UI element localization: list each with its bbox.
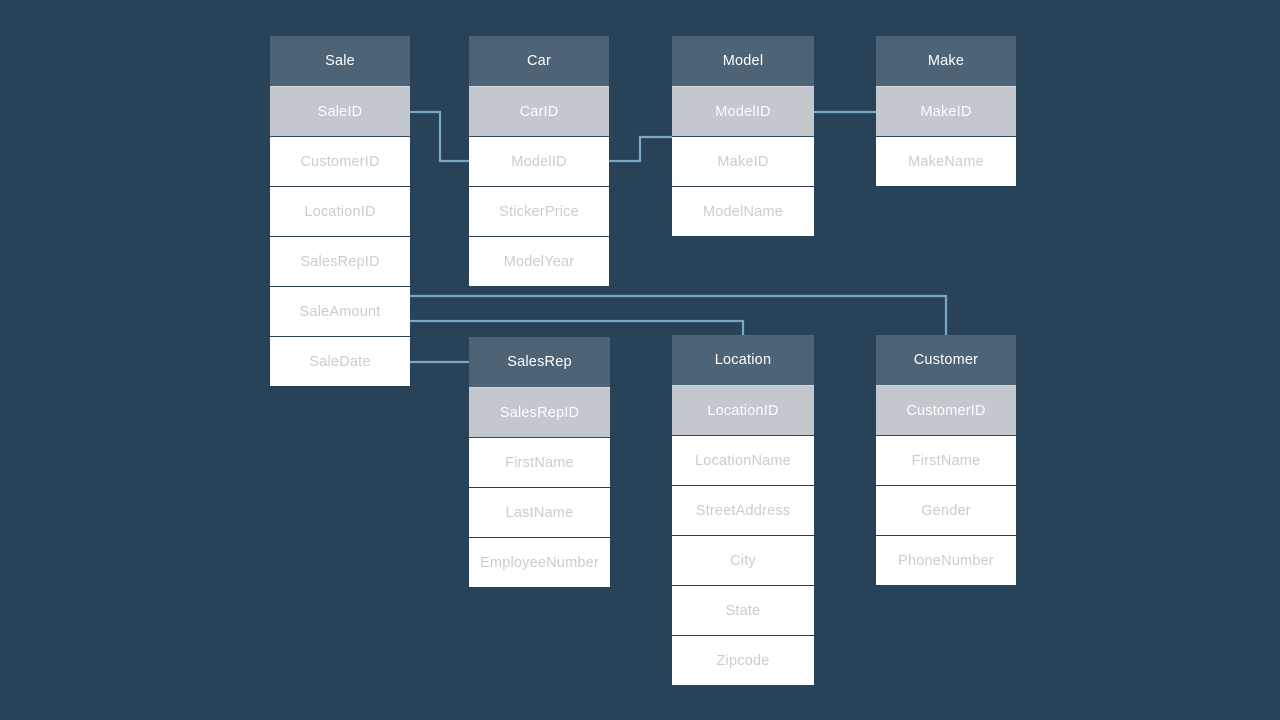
primary-key-field-customerid[interactable]: CustomerID	[876, 385, 1016, 435]
entity-title-model: Model	[672, 36, 814, 86]
field-customerid[interactable]: CustomerID	[270, 136, 410, 186]
field-stickerprice[interactable]: StickerPrice	[469, 186, 609, 236]
field-streetaddress[interactable]: StreetAddress	[672, 485, 814, 535]
primary-key-field-locationid[interactable]: LocationID	[672, 385, 814, 435]
field-makeid[interactable]: MakeID	[672, 136, 814, 186]
primary-key-field-modelid[interactable]: ModelID	[672, 86, 814, 136]
entity-title-location: Location	[672, 335, 814, 385]
field-firstname[interactable]: FirstName	[876, 435, 1016, 485]
field-makename[interactable]: MakeName	[876, 136, 1016, 186]
field-locationid[interactable]: LocationID	[270, 186, 410, 236]
field-saledate[interactable]: SaleDate	[270, 336, 410, 386]
field-saleamount[interactable]: SaleAmount	[270, 286, 410, 336]
field-modelyear[interactable]: ModelYear	[469, 236, 609, 286]
field-lastname[interactable]: LastName	[469, 487, 610, 537]
field-firstname[interactable]: FirstName	[469, 437, 610, 487]
field-phonenumber[interactable]: PhoneNumber	[876, 535, 1016, 585]
entity-title-car: Car	[469, 36, 609, 86]
field-city[interactable]: City	[672, 535, 814, 585]
connector-car-to-model	[609, 135, 672, 163]
field-gender[interactable]: Gender	[876, 485, 1016, 535]
field-state[interactable]: State	[672, 585, 814, 635]
primary-key-field-salesrepid[interactable]: SalesRepID	[469, 387, 610, 437]
field-employeenumber[interactable]: EmployeeNumber	[469, 537, 610, 587]
entity-title-customer: Customer	[876, 335, 1016, 385]
entity-title-make: Make	[876, 36, 1016, 86]
primary-key-field-makeid[interactable]: MakeID	[876, 86, 1016, 136]
primary-key-field-carid[interactable]: CarID	[469, 86, 609, 136]
field-modelid[interactable]: ModelID	[469, 136, 609, 186]
field-modelname[interactable]: ModelName	[672, 186, 814, 236]
connector-sale-to-location	[410, 319, 745, 335]
connector-sale-to-car	[410, 110, 469, 163]
entity-title-salesrep: SalesRep	[469, 337, 610, 387]
primary-key-field-saleid[interactable]: SaleID	[270, 86, 410, 136]
entity-title-sale: Sale	[270, 36, 410, 86]
field-salesrepid[interactable]: SalesRepID	[270, 236, 410, 286]
field-zipcode[interactable]: Zipcode	[672, 635, 814, 685]
connector-sale-to-customer	[410, 294, 948, 335]
field-locationname[interactable]: LocationName	[672, 435, 814, 485]
